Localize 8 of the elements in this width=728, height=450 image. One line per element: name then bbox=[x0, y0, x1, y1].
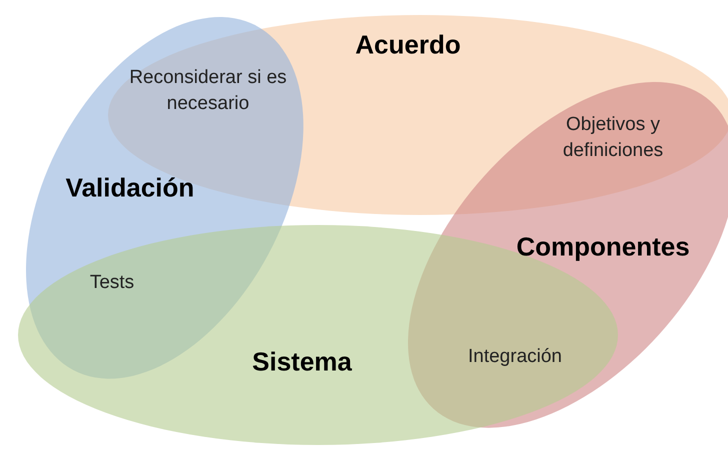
overlap-label: Reconsiderar si es necesario bbox=[128, 66, 288, 116]
set-title: Sistema bbox=[252, 346, 352, 378]
set-title: Acuerdo bbox=[355, 28, 461, 62]
overlap-label: Integración bbox=[466, 345, 563, 369]
overlap-label: Tests bbox=[88, 271, 136, 295]
overlap-label: Objetivos y definiciones bbox=[562, 113, 664, 163]
set-title: Validación bbox=[66, 171, 194, 204]
set-title: Componentes bbox=[516, 230, 690, 264]
